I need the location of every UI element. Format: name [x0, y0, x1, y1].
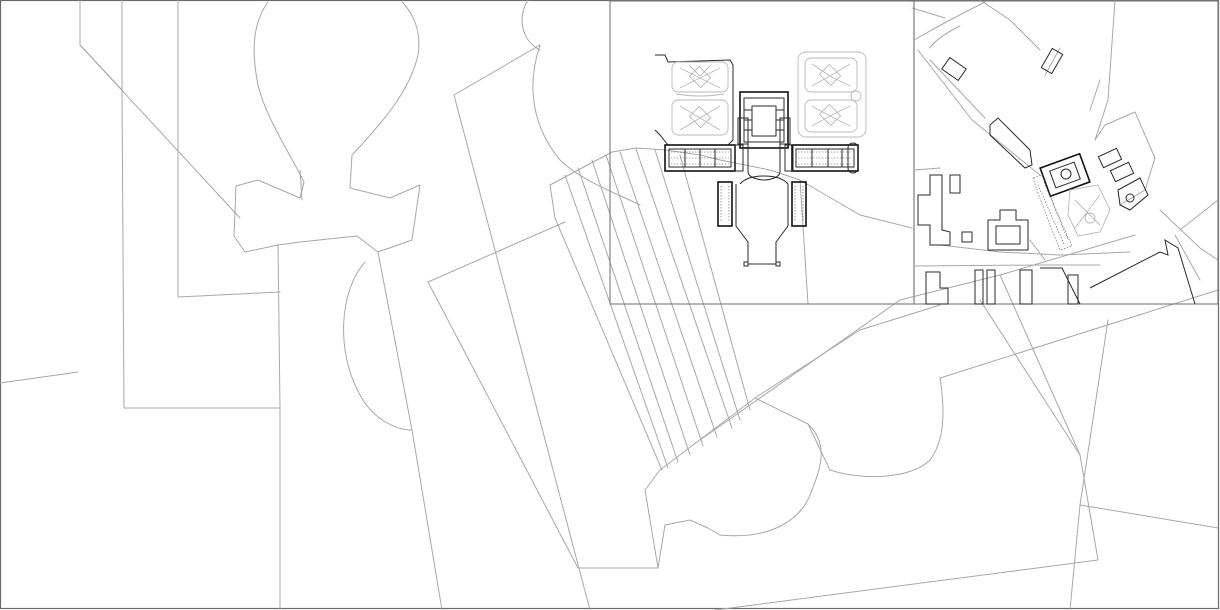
parcel-line — [79, 44, 241, 219]
parcel-line — [0, 371, 79, 384]
parcel-line — [177, 0, 281, 298]
fan-line — [591, 159, 691, 456]
parcel-line — [277, 244, 281, 409]
town-detail-frame — [913, 0, 1219, 305]
street-line — [929, 25, 961, 49]
fan-line — [577, 167, 679, 463]
street-line — [913, 1, 986, 41]
parcel-curve — [532, 44, 641, 206]
parcel-line — [911, 7, 946, 19]
parcel-line — [427, 221, 566, 283]
street-line — [1174, 234, 1201, 281]
street-line — [1179, 199, 1219, 231]
parcel-curve — [829, 377, 944, 477]
palace-building — [664, 91, 859, 267]
street-line — [913, 167, 941, 171]
fan-line — [654, 149, 741, 421]
town-buildings — [917, 47, 1196, 305]
parcel-line — [939, 289, 1219, 379]
parcel-line — [1089, 79, 1101, 111]
parcel-line — [1119, 111, 1156, 206]
street-line — [929, 59, 986, 119]
fan-line — [635, 148, 733, 429]
parcel-line — [754, 304, 941, 399]
parcel-line — [979, 0, 1041, 51]
parcel-line — [427, 281, 756, 569]
fan-line — [564, 174, 669, 469]
street-line — [939, 244, 1131, 256]
fan-line — [679, 154, 751, 411]
parcel-line — [453, 44, 591, 610]
organic-parcel — [233, 1, 421, 253]
street-line — [913, 264, 1101, 267]
parcel-line — [1079, 319, 1219, 529]
fan-line — [549, 184, 663, 471]
crescent-parcel — [343, 261, 413, 431]
parcel-line — [1159, 209, 1219, 261]
parcel-line — [299, 181, 305, 199]
garden-parterre — [797, 51, 867, 138]
parcel-line — [979, 299, 1081, 456]
parcel-line — [799, 179, 809, 305]
parcel-line — [1094, 0, 1116, 141]
parcel-line — [79, 0, 281, 610]
parcel-line — [754, 397, 809, 425]
town-frame — [913, 0, 1219, 305]
parcel-line — [714, 454, 1099, 610]
parcel-line — [1069, 504, 1081, 610]
garden-parterre — [654, 54, 734, 146]
parcel-line — [807, 423, 831, 471]
fan-line — [605, 154, 704, 447]
street-line — [917, 49, 1041, 176]
parcel-line — [1094, 111, 1136, 141]
street-line — [1029, 239, 1046, 261]
parcel-line — [999, 274, 1081, 456]
parcel-curve — [521, 0, 541, 51]
parcel-curve — [657, 423, 822, 569]
parcel-line — [299, 169, 303, 201]
fan-arc — [549, 147, 913, 229]
parcel-line — [1044, 47, 1061, 76]
fan-line — [619, 151, 718, 438]
parcel-line — [377, 251, 443, 610]
